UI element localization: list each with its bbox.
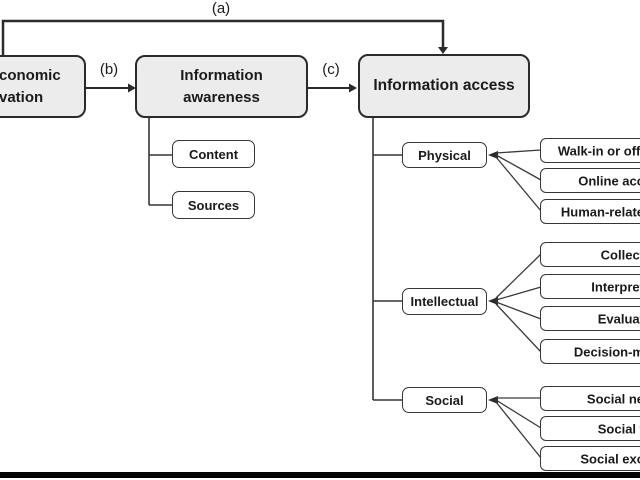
box-text-line: Evaluat	[597, 311, 640, 326]
leaf-box-interpret: Interpret	[540, 274, 640, 299]
leaf-box-collect: Collect	[540, 242, 640, 267]
box-text-line: Interpret	[591, 279, 640, 294]
sources-box: Sources	[172, 191, 255, 219]
motivation-box-truncated: conomic vation	[0, 55, 86, 118]
box-text-line: Social exc	[580, 451, 640, 466]
box-text-line: Information access	[373, 77, 515, 94]
box-text-line: Information	[180, 66, 263, 84]
arrowhead-right-icon	[128, 83, 136, 93]
arrowhead-right-icon	[349, 83, 357, 93]
intellectual-box: Intellectual	[402, 288, 487, 315]
bottom-rule	[0, 472, 640, 478]
information-awareness-box: Information awareness	[135, 55, 308, 118]
box-text-line: awareness	[183, 88, 260, 106]
box-text-line: Physical	[418, 147, 471, 163]
box-text-line: Social t	[597, 421, 640, 436]
fan-line	[495, 401, 542, 459]
leaf-box-decision: Decision-m	[540, 339, 640, 364]
arrowhead-left-icon	[488, 151, 498, 159]
leaf-box-social-exchange: Social exc	[540, 446, 640, 471]
connector-label-b: (b)	[99, 61, 119, 78]
fan-line	[495, 154, 542, 181]
leaf-box-online: Online acc	[540, 168, 640, 193]
leaf-box-human-related: Human-relate	[540, 199, 640, 224]
box-text-line: Sources	[187, 197, 240, 213]
arrowhead-left-icon	[488, 297, 498, 305]
box-text-line: vation	[0, 88, 44, 106]
fan-line	[495, 303, 542, 353]
information-access-box: Information access	[358, 54, 530, 118]
leaf-box-walk-in: Walk-in or offl	[540, 138, 640, 163]
fan-line	[495, 156, 542, 212]
box-text-line: conomic	[0, 66, 61, 84]
social-box: Social	[402, 387, 487, 413]
box-text-line: Content	[188, 146, 239, 162]
box-text-line: Intellectual	[410, 294, 479, 309]
box-text-line: Social	[425, 392, 464, 408]
leaf-box-social-networking: Social ne	[540, 386, 640, 411]
fan-line	[495, 286, 542, 301]
fan-line	[495, 301, 542, 320]
physical-box: Physical	[402, 142, 487, 168]
content-box: Content	[172, 140, 255, 168]
feedback-line-a	[1, 19, 445, 55]
arrowhead-left-icon	[488, 396, 498, 404]
box-text-line: Walk-in or offl	[557, 143, 640, 158]
fan-line	[495, 399, 542, 429]
fan-line	[495, 253, 542, 299]
box-text-line: Online acc	[578, 173, 640, 188]
box-text-line: Social ne	[586, 391, 640, 406]
box-text-line: Decision-m	[573, 344, 640, 359]
box-text-line: Human-relate	[560, 204, 640, 219]
fan-line	[495, 149, 542, 154]
connector-label-c: (c)	[322, 61, 340, 78]
leaf-box-evaluate: Evaluat	[540, 306, 640, 331]
leaf-box-social-ties: Social t	[540, 416, 640, 441]
connector-label-a: (a)	[211, 0, 231, 17]
box-text-line: Collect	[600, 247, 640, 262]
arrowhead-down-icon	[438, 47, 448, 54]
